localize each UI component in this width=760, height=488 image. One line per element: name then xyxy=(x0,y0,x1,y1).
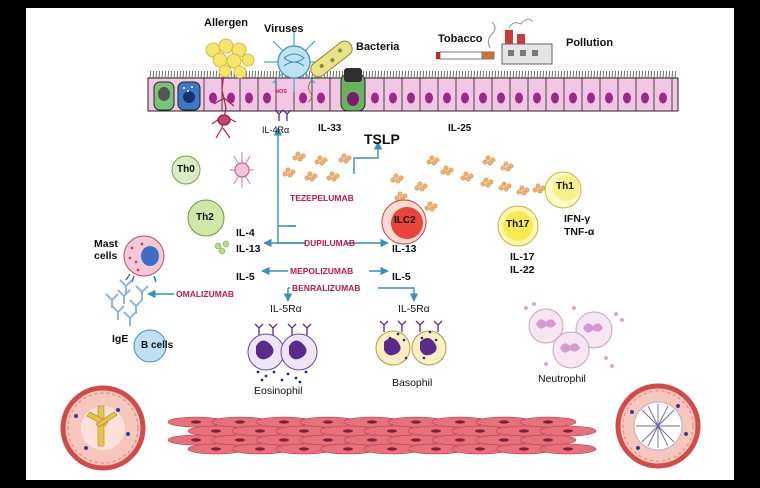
label-th17-products: IL-17 IL-22 xyxy=(510,251,535,277)
label-basophil: Basophil xyxy=(392,377,433,389)
label-il4ra-epithelium: IL-4Rα xyxy=(262,125,290,135)
label-mast: Mast xyxy=(94,238,118,250)
label-b-cells: B cells xyxy=(141,340,174,351)
label-pollution: Pollution xyxy=(566,37,614,49)
label-il33: IL-33 xyxy=(318,123,342,134)
drug-tezepelumab: TEZEPELUMAB xyxy=(290,193,354,203)
ilc2-cell-shape xyxy=(381,199,427,245)
label-cells: cells xyxy=(94,250,118,262)
label-tslp: TSLP xyxy=(364,131,400,147)
label-allergen: Allergen xyxy=(204,17,249,29)
drug-mepolizumab: MEPOLIZUMAB xyxy=(290,266,354,276)
th1-cell-shape xyxy=(544,171,582,209)
il4ra-receptor xyxy=(274,109,292,121)
neutrophil-shapes xyxy=(524,302,624,369)
label-il13-left: IL-13 xyxy=(236,243,261,255)
airway-cross-section-left xyxy=(60,385,146,471)
figure-panel: Allergen Viruses Bacteria Tobacco Pollut… xyxy=(26,8,734,480)
goblet-cell-blue xyxy=(177,81,201,111)
label-il13-right: IL-13 xyxy=(392,243,417,255)
signal-arrows xyxy=(147,127,419,302)
label-bacteria: Bacteria xyxy=(356,41,400,53)
label-ige: IgE xyxy=(112,333,129,345)
label-tobacco: Tobacco xyxy=(438,33,483,45)
drug-dupilumab: DUPILUMAB xyxy=(304,238,355,248)
label-ilc2: ILC2 xyxy=(394,215,416,226)
factory xyxy=(501,18,553,65)
drug-benralizumab: BENRALIZUMAB xyxy=(292,283,361,293)
label-il5-right: IL-5 xyxy=(392,271,411,283)
label-th17: Th17 xyxy=(506,219,530,230)
label-il5-left: IL-5 xyxy=(236,271,255,283)
label-neutrophil: Neutrophil xyxy=(538,373,586,385)
diagram-canvas xyxy=(60,18,701,471)
label-mast-cells: Mast cells xyxy=(94,238,118,262)
label-th0: Th0 xyxy=(177,164,195,175)
dendritic-cell xyxy=(211,69,237,139)
label-tnf-alpha: TNF-α xyxy=(564,226,595,238)
dendritic-cell-small xyxy=(230,152,254,188)
label-il5ra-left: IL-5Rα xyxy=(270,303,302,315)
smooth-muscle-layer xyxy=(167,416,597,455)
eosinophil-shapes xyxy=(247,323,318,384)
cigarette xyxy=(436,21,496,60)
mast-cell-shape xyxy=(123,235,165,283)
bacteria xyxy=(307,40,353,103)
b-cell-shape xyxy=(133,329,167,363)
label-ifn-gamma: IFN-γ xyxy=(564,213,591,225)
th2-cell-shape xyxy=(187,199,230,255)
th17-cell-shape xyxy=(497,205,539,247)
label-th2: Th2 xyxy=(196,212,214,223)
goblet-cell-right xyxy=(340,68,366,112)
airway-epithelium xyxy=(147,70,679,112)
drug-omalizumab: OMALIZUMAB xyxy=(176,289,235,299)
virus-particle xyxy=(264,32,324,92)
th0-cell-shape xyxy=(171,155,201,185)
label-nos: NOS xyxy=(275,89,287,95)
label-il17: IL-17 xyxy=(510,251,535,263)
basophil-shapes xyxy=(375,320,447,366)
label-il4: IL-4 xyxy=(236,227,255,239)
label-il22: IL-22 xyxy=(510,264,535,276)
label-th1: Th1 xyxy=(556,181,574,192)
airway-cross-section-right xyxy=(615,383,701,469)
goblet-cell-left xyxy=(153,81,175,111)
label-il25: IL-25 xyxy=(448,123,472,134)
ige-antibodies xyxy=(105,279,149,326)
label-il5ra-right: IL-5Rα xyxy=(398,303,430,315)
label-viruses: Viruses xyxy=(264,23,304,35)
label-eosinophil: Eosinophil xyxy=(254,385,303,397)
label-th1-products: IFN-γ TNF-α xyxy=(564,213,594,239)
allergen-particles xyxy=(205,38,255,79)
